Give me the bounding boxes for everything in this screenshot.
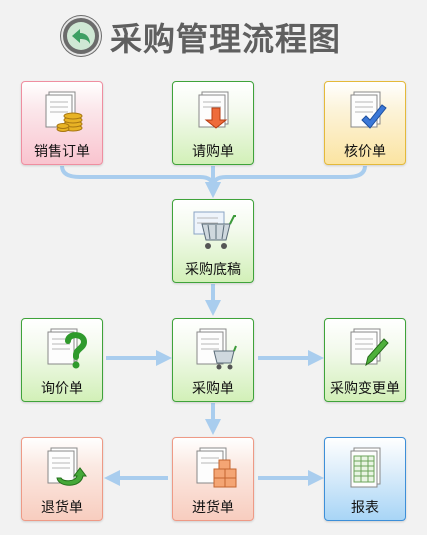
node-return-order[interactable]: 退货单	[21, 437, 103, 521]
question-document-icon	[47, 328, 87, 369]
node-label: 核价单	[344, 144, 386, 160]
hand-document-icon	[198, 91, 229, 129]
back-button[interactable]	[60, 15, 102, 57]
coins-document-icon	[45, 91, 83, 132]
node-label: 询价单	[41, 381, 83, 397]
node-label: 进货单	[192, 500, 234, 516]
node-purchase-draft[interactable]: 采购底稿	[172, 199, 254, 283]
node-sales-order[interactable]: 销售订单	[21, 81, 103, 165]
page-title: 采购管理流程图	[110, 20, 342, 58]
node-label: 采购变更单	[330, 381, 400, 397]
cart-document-icon	[196, 328, 237, 370]
shopping-cart-icon	[193, 211, 236, 249]
node-inquiry[interactable]: 询价单	[21, 318, 103, 402]
node-price-check[interactable]: 核价单	[324, 81, 406, 165]
spreadsheet-report-icon	[350, 447, 381, 488]
node-label: 报表	[351, 500, 379, 516]
node-report[interactable]: 报表	[324, 437, 406, 521]
node-label: 采购单	[192, 381, 234, 397]
pencil-document-icon	[350, 328, 389, 367]
node-label: 采购底稿	[185, 262, 241, 278]
node-purchase-change[interactable]: 采购变更单	[324, 318, 406, 402]
node-receipt[interactable]: 进货单	[172, 437, 254, 521]
boxes-document-icon	[196, 447, 237, 488]
return-arrow-document-icon	[47, 447, 87, 486]
node-purchase-order[interactable]: 采购单	[172, 318, 254, 402]
arrow-sales-to-draft	[60, 165, 221, 198]
checkmark-document-icon	[350, 91, 387, 129]
arrow-check-to-draft	[211, 165, 367, 188]
node-purchase-request[interactable]: 请购单	[172, 81, 254, 165]
header: 采购管理流程图	[0, 0, 427, 70]
node-label: 销售订单	[34, 144, 90, 160]
node-label: 退货单	[41, 500, 83, 516]
back-arrow-icon	[61, 16, 101, 56]
node-label: 请购单	[192, 144, 234, 160]
